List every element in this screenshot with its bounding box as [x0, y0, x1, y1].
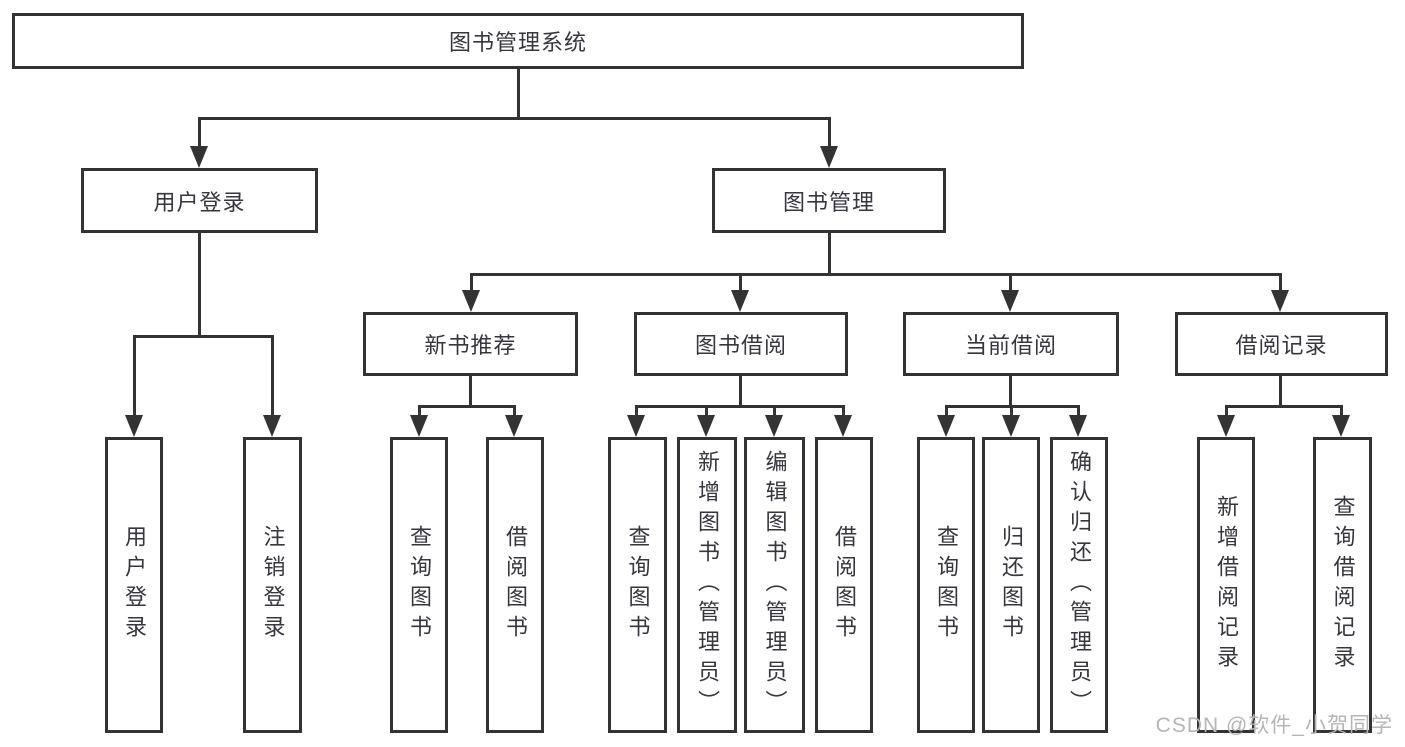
connector-shaft	[470, 273, 473, 292]
node-root-library-system: 图书管理系统	[12, 13, 1024, 69]
node-leaf-confirm-return-admin: 确认归还（管理员）	[1050, 437, 1108, 733]
connector-branch	[1225, 405, 1342, 408]
csdn-watermark: CSDN @软件_小贺同学	[1155, 714, 1393, 737]
node-label: 查询图书	[934, 525, 959, 645]
node-label: 新增借阅记录	[1214, 495, 1239, 675]
connector-book-mgmt-branch	[470, 273, 1281, 276]
arrow-down-icon	[1002, 415, 1020, 437]
node-label: 用户登录	[122, 525, 147, 645]
connector-shaft	[705, 405, 708, 419]
node-leaf-query-books-borrowing: 查询图书	[608, 437, 667, 733]
node-label: 注销登录	[260, 525, 286, 645]
node-label: 查询图书	[407, 525, 432, 645]
connector-shaft	[1077, 405, 1080, 419]
node-borrow-records: 借阅记录	[1175, 312, 1388, 376]
connector-stem	[469, 376, 472, 405]
arrow-down-icon	[1332, 415, 1350, 437]
node-label: 新书推荐	[424, 333, 517, 358]
connector-shaft-user-login	[198, 117, 201, 149]
arrow-down-icon	[263, 415, 281, 437]
arrow-down-icon	[505, 415, 523, 437]
connector-shaft	[945, 405, 948, 419]
node-label: 当前借阅	[964, 333, 1057, 358]
connector-shaft	[133, 335, 136, 419]
connector-shaft	[773, 405, 776, 419]
connector-shaft-book-mgmt	[828, 117, 831, 149]
arrow-down-icon	[627, 415, 645, 437]
connector-user-login-branch	[133, 335, 274, 338]
connector-shaft	[271, 335, 274, 419]
connector-shaft	[635, 405, 638, 419]
arrow-down-icon	[937, 415, 955, 437]
arrow-down-icon	[1069, 415, 1087, 437]
connector-root-branch	[198, 117, 831, 120]
node-book-borrowing: 图书借阅	[634, 312, 848, 376]
arrow-down-icon	[765, 415, 783, 437]
node-label: 借阅记录	[1235, 333, 1328, 358]
node-label: 查询图书	[625, 525, 651, 645]
node-leaf-return-book: 归还图书	[982, 437, 1040, 733]
connector-shaft	[1009, 273, 1012, 292]
connector-user-login-stem	[198, 233, 201, 335]
arrow-down-icon	[1001, 290, 1019, 312]
node-leaf-logout: 注销登录	[243, 437, 302, 733]
node-leaf-query-books-current: 查询图书	[917, 437, 975, 733]
arrow-down-icon	[190, 146, 208, 168]
connector-stem	[1009, 376, 1012, 405]
connector-shaft	[739, 273, 742, 292]
node-label: 查询借阅记录	[1330, 495, 1356, 675]
node-leaf-borrow-books: 借阅图书	[815, 437, 873, 733]
arrow-down-icon	[462, 290, 480, 312]
node-leaf-add-book-admin: 新增图书（管理员）	[677, 437, 737, 733]
arrow-down-icon	[731, 290, 749, 312]
connector-root-stem	[517, 69, 520, 117]
node-leaf-query-borrow-record: 查询借阅记录	[1313, 437, 1372, 733]
arrow-down-icon	[1217, 415, 1235, 437]
node-label: 用户登录	[153, 189, 246, 215]
connector-branch	[635, 405, 844, 408]
node-label: 归还图书	[999, 525, 1024, 645]
node-label: 新增图书（管理员）	[695, 450, 720, 720]
connector-shaft	[1340, 405, 1343, 419]
connector-stem	[739, 376, 742, 405]
arrow-down-icon	[410, 415, 428, 437]
arrow-down-icon	[834, 415, 852, 437]
connector-shaft	[1225, 405, 1228, 419]
node-new-book-recommend: 新书推荐	[363, 312, 578, 376]
node-label: 图书管理	[782, 189, 875, 215]
connector-stem	[1279, 376, 1282, 405]
node-label: 编辑图书（管理员）	[762, 450, 788, 720]
node-leaf-borrow-books-recommend: 借阅图书	[486, 437, 544, 733]
node-leaf-add-borrow-record: 新增借阅记录	[1197, 437, 1255, 733]
node-label: 借阅图书	[832, 525, 857, 645]
connector-shaft	[1279, 273, 1282, 292]
node-book-management: 图书管理	[712, 168, 946, 233]
node-label: 借阅图书	[503, 525, 528, 645]
node-leaf-user-login: 用户登录	[105, 437, 163, 733]
arrow-down-icon	[1271, 290, 1289, 312]
node-label: 确认归还（管理员）	[1067, 450, 1092, 720]
connector-branch	[418, 405, 516, 408]
node-label: 图书管理系统	[448, 30, 587, 55]
connector-shaft	[513, 405, 516, 419]
node-user-login: 用户登录	[81, 168, 318, 233]
node-leaf-query-books-recommend: 查询图书	[390, 437, 448, 733]
connector-book-mgmt-stem	[828, 233, 831, 273]
node-leaf-edit-book-admin: 编辑图书（管理员）	[744, 437, 805, 733]
connector-shaft	[842, 405, 845, 419]
arrow-down-icon	[820, 146, 838, 168]
arrow-down-icon	[125, 415, 143, 437]
node-current-borrowing: 当前借阅	[903, 312, 1119, 376]
node-label: 图书借阅	[694, 333, 787, 358]
arrow-down-icon	[697, 415, 715, 437]
connector-shaft	[418, 405, 421, 419]
connector-shaft	[1010, 405, 1013, 419]
